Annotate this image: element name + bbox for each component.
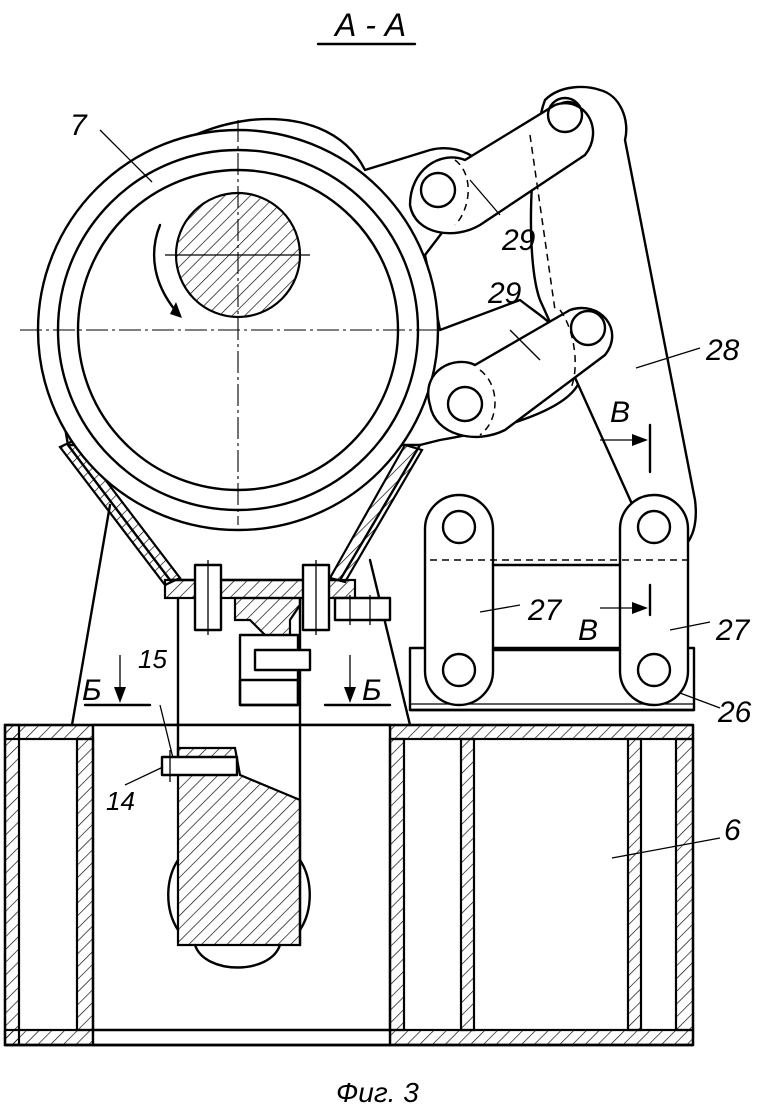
- label-6: 6: [724, 814, 741, 847]
- label-27-right: 27: [715, 614, 751, 647]
- section-label-v-top: В: [610, 396, 630, 429]
- support-legs: [70, 503, 412, 727]
- reference-labels: 7 29 29 28 27 27 26 6 15 14: [70, 109, 752, 847]
- section-title: А - А: [333, 7, 406, 43]
- label-15: 15: [138, 644, 167, 674]
- base-frame: [3, 723, 695, 1047]
- label-27-left: 27: [527, 594, 563, 627]
- section-marker-b: Б Б: [82, 655, 392, 707]
- figure-caption: Фиг. 3: [336, 1077, 419, 1108]
- label-14: 14: [106, 786, 135, 816]
- section-marker-v: В В: [578, 396, 652, 647]
- rotation-arrow: [152, 223, 177, 312]
- leader-lines: [99, 129, 721, 859]
- label-26: 26: [717, 696, 752, 729]
- central-column: [160, 560, 392, 969]
- section-label-b-left: Б: [82, 674, 102, 707]
- label-28: 28: [705, 334, 740, 367]
- drum: [20, 120, 440, 532]
- links-27: [423, 493, 690, 707]
- label-29-lower: 29: [487, 277, 522, 310]
- label-29-upper: 29: [501, 224, 536, 257]
- section-label-v-bottom: В: [578, 614, 598, 647]
- links-29: [408, 96, 614, 438]
- section-title-group: А - А: [316, 7, 417, 46]
- section-label-b-right: Б: [362, 674, 382, 707]
- label-7: 7: [70, 109, 88, 142]
